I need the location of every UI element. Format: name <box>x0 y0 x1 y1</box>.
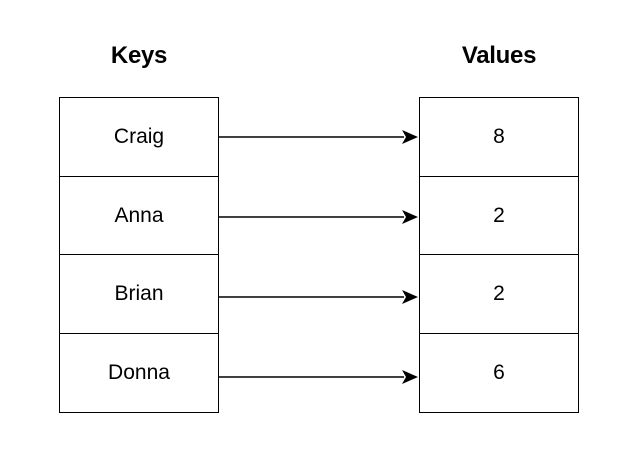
value-cell: 2 <box>419 254 579 334</box>
values-title: Values <box>461 42 537 69</box>
mapping-arrow <box>219 130 418 144</box>
key-cell: Craig <box>59 97 219 177</box>
key-cell: Donna <box>59 332 219 413</box>
value-cell: 8 <box>419 97 579 177</box>
key-cell: Anna <box>59 175 219 256</box>
value-cell: 6 <box>419 332 579 413</box>
mapping-arrow <box>219 290 418 304</box>
keys-column: Craig Anna Brian Donna <box>59 97 219 413</box>
mapping-arrow <box>219 210 418 224</box>
values-column: 8 2 2 6 <box>419 97 579 413</box>
mapping-arrow <box>219 370 418 384</box>
keys-title: Keys <box>110 42 168 69</box>
value-cell: 2 <box>419 175 579 256</box>
